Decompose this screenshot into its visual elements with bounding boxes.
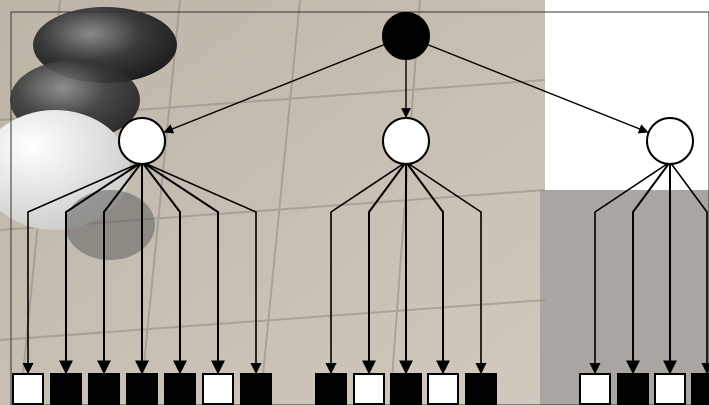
child-node-white [118, 117, 166, 165]
leaf-node-black [164, 373, 196, 405]
leaf-node-black [617, 373, 649, 405]
child-to-leaf-arrow [405, 161, 450, 375]
child-to-leaf-arrow [589, 161, 671, 375]
child-to-leaf-arrow [22, 161, 143, 375]
gray-panel [540, 190, 709, 405]
leaf-node-black [50, 373, 82, 405]
root-node-black [382, 12, 430, 60]
leaf-node-black [465, 373, 497, 405]
go-stones-photo [0, 7, 177, 260]
child-node-white [646, 117, 694, 165]
child-to-leaf-arrow [405, 161, 487, 375]
leaf-node-black [315, 373, 347, 405]
leaf-node-white [202, 373, 234, 405]
leaf-node-white [579, 373, 611, 405]
leaf-node-white [427, 373, 459, 405]
child-to-leaf-arrow [669, 161, 709, 375]
black-stone-image [65, 190, 155, 260]
child-to-leaf-arrow [141, 161, 262, 375]
leaf-node-black [240, 373, 272, 405]
child-to-leaf-arrow [626, 161, 671, 375]
tree-nodes [12, 12, 709, 405]
root-to-child-arrow [163, 43, 385, 134]
child-node-white [382, 117, 430, 165]
leaf-node-white [353, 373, 385, 405]
child-to-leaf-arrow [141, 161, 225, 375]
child-to-leaf-arrow [97, 161, 143, 375]
tree-edges [22, 43, 709, 375]
child-to-leaf-arrow [362, 161, 407, 375]
leaf-node-white [12, 373, 44, 405]
leaf-node-black [390, 373, 422, 405]
root-to-child-arrow [427, 43, 649, 134]
leaf-node-black [691, 373, 709, 405]
child-to-leaf-arrow [325, 161, 407, 375]
child-to-leaf-arrow [59, 161, 143, 375]
child-to-leaf-arrow [141, 161, 187, 375]
leaf-node-black [88, 373, 120, 405]
frame-border [10, 11, 709, 405]
leaf-node-black [126, 373, 158, 405]
leaf-node-white [654, 373, 686, 405]
